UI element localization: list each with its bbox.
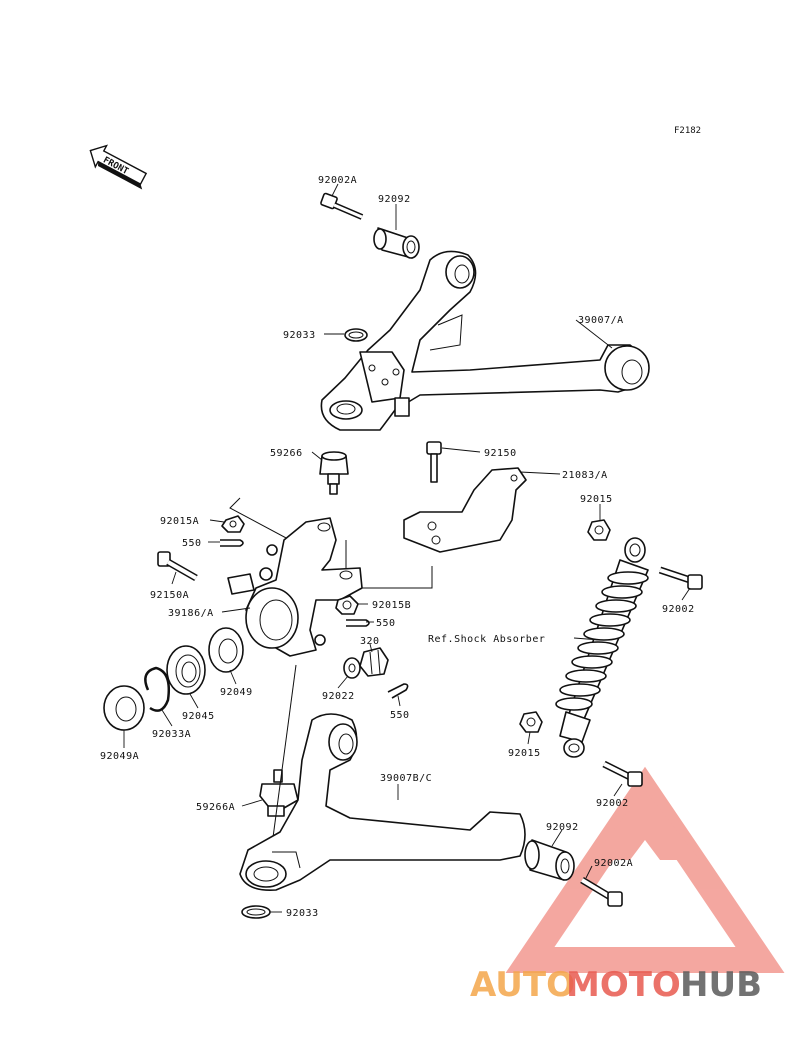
nut-92015A <box>221 515 245 533</box>
label-92049: 92049 <box>220 687 253 698</box>
part-labels: 92002A 92092 92033 39007/A 59266 92150 2… <box>100 175 695 919</box>
cotter-pin-550-a <box>220 539 244 547</box>
label-92002-lower: 92002 <box>596 798 629 809</box>
label-92015B: 92015B <box>372 600 411 611</box>
bracket-21083A <box>403 467 527 553</box>
label-39007BC: 39007B/C <box>380 773 432 784</box>
bearing-92045 <box>166 645 206 695</box>
label-92150A: 92150A <box>150 590 189 601</box>
shock-absorber <box>555 537 649 758</box>
bolt-92002-right <box>658 566 703 590</box>
label-92002A-lower: 92002A <box>594 858 633 869</box>
circlip-92033-top <box>344 328 368 342</box>
label-92033-top: 92033 <box>283 330 316 341</box>
lower-a-arm <box>239 713 526 891</box>
nut-92015B <box>335 595 359 615</box>
watermark-text: AUTO MOTO HUB <box>470 965 762 1005</box>
label-92092-top: 92092 <box>378 194 411 205</box>
watermark-part1: AUTO <box>470 965 575 1005</box>
label-550-a: 550 <box>182 538 202 549</box>
label-21083A: 21083/A <box>562 470 608 481</box>
label-550-b: 550 <box>376 618 396 629</box>
label-550-c: 550 <box>390 710 410 721</box>
bolt-92002-lower <box>602 760 643 787</box>
cotter-pin-550-c <box>387 683 409 699</box>
label-92002-right: 92002 <box>662 604 695 615</box>
label-92092-lower: 92092 <box>546 822 579 833</box>
label-92049A: 92049A <box>100 751 139 762</box>
label-59266A: 59266A <box>196 802 235 813</box>
nut-92015-lower <box>519 711 543 733</box>
front-arrow-icon: FRONT <box>89 144 148 190</box>
label-59266: 59266 <box>270 448 303 459</box>
label-92150: 92150 <box>484 448 517 459</box>
label-ref-shock-absorber: Ref.Shock Absorber <box>428 634 545 645</box>
label-92002A-top: 92002A <box>318 175 357 186</box>
bolt-92002A-top <box>320 192 364 220</box>
circlip-92033-bottom <box>241 905 271 919</box>
bushing-92092-lower <box>524 839 575 881</box>
watermark-part2: MOTO <box>566 965 681 1005</box>
bolt-92150A <box>157 551 198 582</box>
nut-92015-right <box>587 519 611 541</box>
label-92033A: 92033A <box>152 729 191 740</box>
label-320: 320 <box>360 636 380 647</box>
seal-92049A <box>103 685 145 731</box>
washer-92022 <box>343 657 361 679</box>
circlip-92033A <box>144 666 170 712</box>
figure-id: F2182 <box>674 126 701 136</box>
bolt-92150 <box>426 441 442 483</box>
label-92015A: 92015A <box>160 516 199 527</box>
seal-92049 <box>208 627 244 673</box>
cotter-pin-550-b <box>346 619 370 627</box>
steering-knuckle-39186A <box>227 517 363 657</box>
watermark-part3: HUB <box>680 965 762 1005</box>
bolt-92002A-lower <box>580 876 623 907</box>
ball-joint-59266A <box>259 769 299 817</box>
label-92033-bottom: 92033 <box>286 908 319 919</box>
label-92045: 92045 <box>182 711 215 722</box>
ball-joint-59266 <box>319 451 349 495</box>
label-92015-right: 92015 <box>580 494 613 505</box>
label-39186A: 39186/A <box>168 608 214 619</box>
label-92022: 92022 <box>322 691 355 702</box>
bushing-92092-top <box>373 227 420 259</box>
label-92015-lower: 92015 <box>508 748 541 759</box>
upper-a-arm <box>320 250 650 431</box>
label-39007A: 39007/A <box>578 315 624 326</box>
castle-nut-320 <box>359 647 389 677</box>
guide-line <box>269 664 297 861</box>
leader-lines <box>123 183 691 913</box>
